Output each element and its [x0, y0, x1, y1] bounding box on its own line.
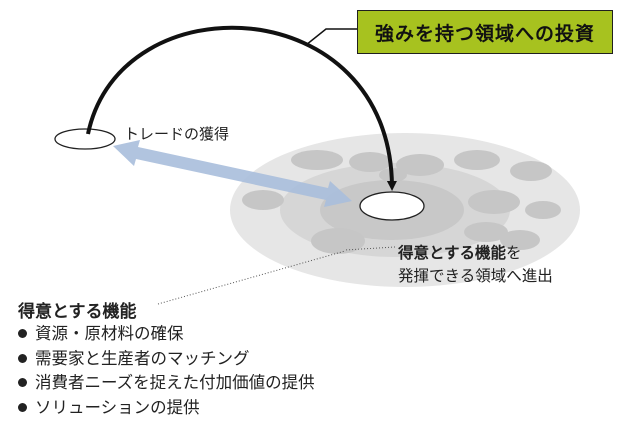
strength-label-bold: 得意とする機能	[398, 244, 507, 262]
trade-label: トレードの獲得	[124, 125, 230, 143]
strength-label-line2: 発揮できる領域へ進出	[398, 267, 553, 285]
business-area-blob	[349, 152, 391, 172]
business-area-blob	[454, 150, 500, 170]
business-area-blob	[510, 161, 552, 181]
strategy-title-box: 強みを持つ領域への投資	[357, 10, 613, 54]
business-area-blob	[464, 222, 508, 242]
business-area-blob	[396, 154, 444, 176]
bullet-icon	[18, 378, 27, 387]
bullet-icon	[18, 402, 27, 412]
leader-line-functions	[157, 250, 346, 305]
strength-label-suffix: を	[506, 244, 522, 262]
expansion-double-arrow	[113, 140, 352, 207]
list-item: ソリューションの提供	[18, 396, 315, 421]
strength-label-line1: 得意とする機能を	[398, 241, 522, 263]
business-area-blob	[242, 190, 284, 210]
bullet-icon	[18, 353, 27, 363]
business-area-blob	[468, 190, 520, 214]
list-item-text: 資源・原材料の確保	[35, 324, 184, 343]
business-area-blob	[311, 228, 365, 254]
business-area-blob	[500, 230, 540, 250]
business-area-blobs	[242, 150, 561, 254]
list-item: 消費者ニーズを捉えた付加価値の提供	[18, 371, 315, 396]
trade-target-ellipse	[54, 128, 116, 150]
list-item-text: 消費者ニーズを捉えた付加価値の提供	[35, 373, 315, 392]
title-callout-line	[305, 28, 357, 46]
list-item-text: ソリューションの提供	[35, 397, 200, 417]
strength-area-ellipse	[359, 191, 425, 221]
list-item: 需要家と生産者のマッチング	[18, 347, 315, 372]
business-area-blob	[291, 150, 343, 170]
functions-list: 資源・原材料の確保 需要家と生産者のマッチング 消費者ニーズを捉えた付加価値の提…	[18, 322, 315, 420]
business-area-blob	[525, 201, 561, 219]
investment-arc-arrow	[86, 25, 397, 191]
list-item-text: 需要家と生産者のマッチング	[35, 348, 250, 368]
functions-heading: 得意とする機能	[18, 302, 137, 322]
bullet-icon	[18, 329, 27, 338]
list-item: 資源・原材料の確保	[18, 322, 315, 347]
